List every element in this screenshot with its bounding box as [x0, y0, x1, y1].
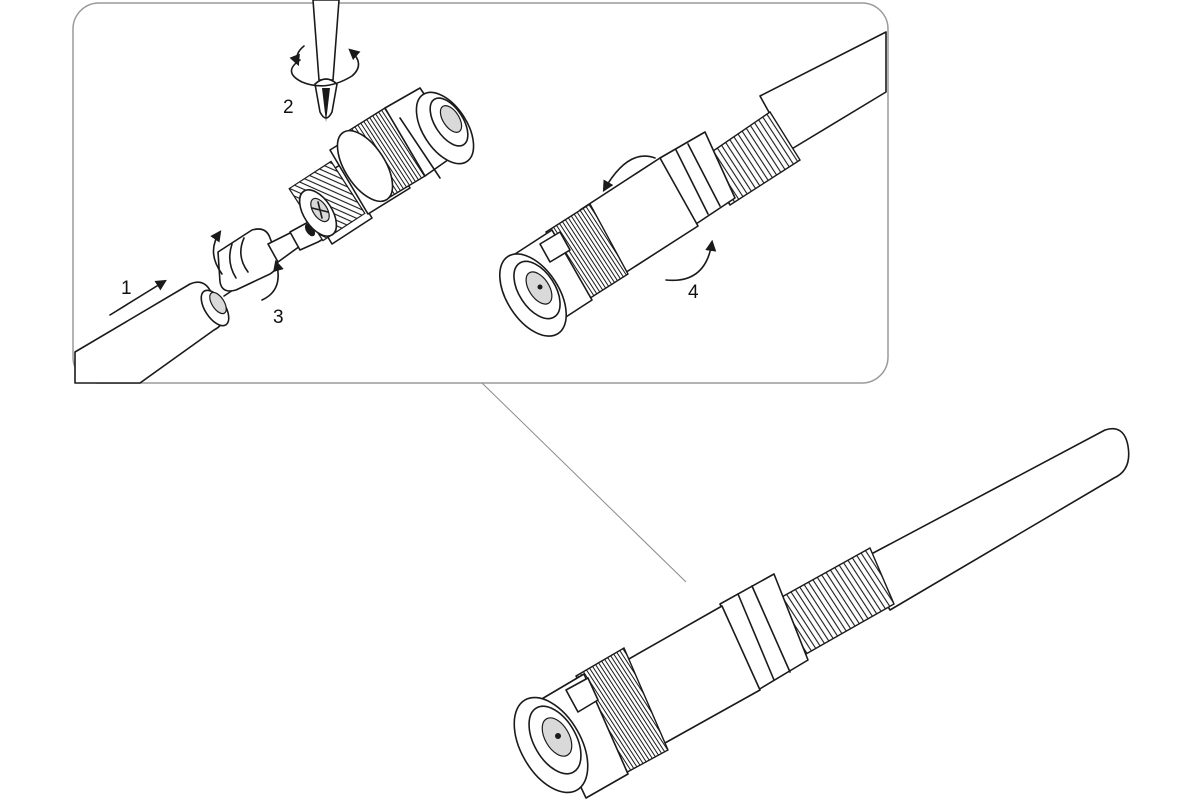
rotation-arrow-icon — [210, 230, 223, 275]
insert-arrow-icon — [109, 279, 167, 316]
bnc-connector-icon — [288, 87, 475, 245]
step-label-2: 2 — [283, 97, 294, 118]
step-label-3: 3 — [273, 307, 284, 328]
rotation-arrow-icon — [665, 239, 717, 282]
step1-cable — [74, 279, 237, 384]
step-label-4: 4 — [688, 282, 699, 303]
screwdriver-icon — [312, 0, 340, 122]
assembled-connector-inset — [498, 31, 887, 337]
rotation-arrow-icon — [289, 45, 305, 67]
final-bnc-connector — [513, 547, 895, 799]
step-label-1: 1 — [121, 278, 132, 299]
inset-panel — [72, 2, 889, 384]
rotation-arrow-icon — [261, 259, 284, 301]
rotation-arrow-icon — [290, 48, 361, 87]
leader-line — [481, 382, 687, 583]
coax-cable-icon — [859, 427, 1130, 611]
rotation-arrow-icon — [602, 155, 656, 192]
